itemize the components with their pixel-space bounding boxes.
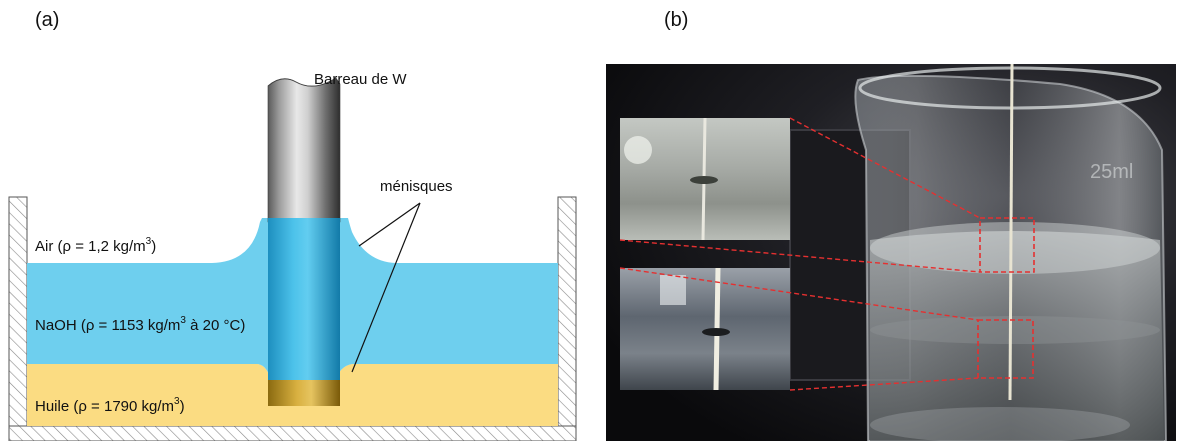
rod-immersed-naoh: [268, 218, 340, 382]
tungsten-wire: [1008, 64, 1014, 401]
container-right-wall: [557, 196, 577, 428]
panel-b-photo: (b) 25ml: [606, 9, 1176, 441]
container-bottom: [8, 425, 577, 441]
container-left-wall: [8, 196, 28, 428]
inset-upper-meniscus-mark: [690, 176, 718, 184]
callout-line-4: [789, 377, 979, 391]
callout-line-1: [789, 117, 981, 219]
inset-upper-glare: [624, 136, 652, 164]
inset-lower-meniscus-mark: [702, 328, 730, 336]
panel-a-label: (a): [35, 9, 59, 31]
menisci-label: ménisques: [380, 178, 453, 195]
beaker-rim: [858, 66, 1162, 110]
callout-box-lower: [977, 319, 1034, 379]
tungsten-rod: [267, 77, 341, 223]
callout-box-upper: [979, 217, 1035, 273]
callout-line-3: [619, 267, 979, 321]
panel-a-diagram: (a) Barreau de W ménisques Air (ρ = 1,2 …: [8, 9, 577, 441]
callout-line-2: [619, 239, 981, 273]
oil-layer-label: Huile (ρ = 1790 kg/m3): [35, 396, 185, 415]
glass-reflection: [870, 407, 1130, 441]
rod-immersed-oil: [268, 380, 340, 406]
beaker-liquid: [870, 231, 1164, 441]
liquid-surface: [870, 222, 1160, 274]
rod-label: Barreau de W: [314, 71, 407, 88]
liquid-interface: [870, 316, 1160, 344]
inset-lower-meniscus: [620, 268, 790, 390]
inset-lower-glare: [660, 275, 686, 305]
meniscus-leader-lower: [351, 202, 421, 373]
naoh-layer-label: NaOH (ρ = 1153 kg/m3 à 20 °C): [35, 315, 245, 334]
air-layer-label: Air (ρ = 1,2 kg/m3): [35, 236, 156, 255]
beaker-marking: 25ml: [1090, 161, 1133, 183]
panel-b-label: (b): [664, 9, 688, 31]
meniscus-leader-upper: [358, 202, 421, 247]
rod-top-edge: [267, 77, 337, 87]
